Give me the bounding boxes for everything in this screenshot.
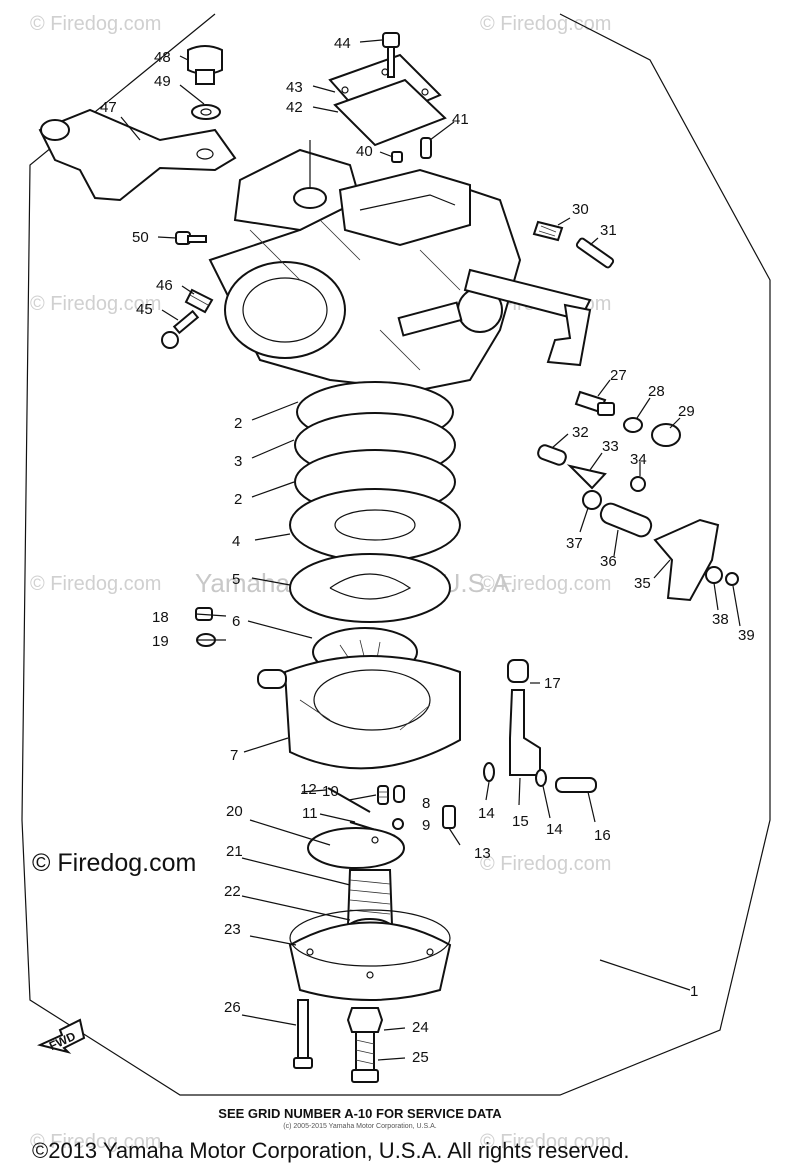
firedog-label: © Firedog.com bbox=[32, 849, 197, 877]
service-data-note: SEE GRID NUMBER A-10 FOR SERVICE DATA bbox=[218, 1106, 502, 1121]
callout-22: 22 bbox=[224, 883, 241, 900]
callout-32: 32 bbox=[572, 424, 589, 441]
top-cover-assembly bbox=[328, 32, 447, 147]
callout-21: 21 bbox=[226, 843, 243, 860]
carburetor-body bbox=[208, 148, 592, 392]
bolt-set bbox=[293, 999, 384, 1083]
watermark-text: © Firedog.com bbox=[30, 13, 161, 35]
watermark-text: © Firedog.com bbox=[30, 1131, 161, 1153]
callout-12: 12 bbox=[300, 781, 317, 798]
callout-24: 24 bbox=[412, 1019, 429, 1036]
callout-30: 30 bbox=[572, 201, 589, 218]
callout-41: 41 bbox=[452, 111, 469, 128]
watermark-text: © Firedog.com bbox=[480, 853, 611, 875]
callout-29: 29 bbox=[678, 403, 695, 420]
callout-38: 38 bbox=[712, 611, 729, 628]
callout-19: 19 bbox=[152, 633, 169, 650]
callout-labels: 1 2 2 3 4 5 6 7 8 9 10 11 12 13 14 14 15… bbox=[100, 35, 755, 1066]
callout-49: 49 bbox=[154, 73, 171, 90]
leader-lines bbox=[120, 39, 741, 1061]
fwd-arrow: FWD bbox=[36, 1018, 86, 1054]
callout-39: 39 bbox=[738, 627, 755, 644]
callout-17: 17 bbox=[544, 675, 561, 692]
callout-7: 7 bbox=[230, 747, 238, 764]
callout-33: 33 bbox=[602, 438, 619, 455]
callout-1: 1 bbox=[690, 983, 698, 1000]
callout-2: 2 bbox=[234, 415, 242, 432]
callout-11: 11 bbox=[302, 805, 318, 822]
callout-43: 43 bbox=[286, 79, 303, 96]
callout-9: 9 bbox=[422, 817, 430, 834]
callout-10: 10 bbox=[322, 783, 339, 800]
callout-3: 3 bbox=[234, 453, 242, 470]
callout-46: 46 bbox=[156, 277, 173, 294]
callout-34: 34 bbox=[630, 451, 647, 468]
callout-40: 40 bbox=[356, 143, 373, 160]
diaphragm-assembly bbox=[288, 827, 452, 1001]
watermark-text: © Firedog.com bbox=[30, 573, 161, 595]
screw-set-left bbox=[161, 231, 214, 349]
cap-and-bracket bbox=[38, 45, 237, 202]
rod-assembly bbox=[483, 659, 597, 793]
callout-45: 45 bbox=[136, 301, 153, 318]
watermark-text: © Firedog.com bbox=[480, 1131, 611, 1153]
callout-28: 28 bbox=[648, 383, 665, 400]
throttle-screws bbox=[532, 220, 615, 269]
callout-26: 26 bbox=[224, 999, 241, 1016]
callout-15: 15 bbox=[512, 813, 529, 830]
callout-4: 4 bbox=[232, 533, 240, 550]
callout-37: 37 bbox=[566, 535, 583, 552]
screw-set-40-41 bbox=[391, 137, 432, 163]
callout-44: 44 bbox=[334, 35, 351, 52]
callout-6: 6 bbox=[232, 613, 240, 630]
callout-50: 50 bbox=[132, 229, 149, 246]
callout-47: 47 bbox=[100, 99, 117, 116]
callout-2b: 2 bbox=[234, 491, 242, 508]
callout-13: 13 bbox=[474, 845, 491, 862]
small-copyright: (c) 2005-2015 Yamaha Motor Corporation, … bbox=[283, 1123, 437, 1130]
watermark-text: © Firedog.com bbox=[480, 13, 611, 35]
callout-20: 20 bbox=[226, 803, 243, 820]
callout-23: 23 bbox=[224, 921, 241, 938]
callout-27: 27 bbox=[610, 367, 627, 384]
watermark-text: © Firedog.com bbox=[30, 293, 161, 315]
watermark-text: © Firedog.com bbox=[480, 573, 611, 595]
callout-14b: 14 bbox=[546, 821, 563, 838]
callout-16: 16 bbox=[594, 827, 611, 844]
callout-14: 14 bbox=[478, 805, 495, 822]
callout-5: 5 bbox=[232, 571, 240, 588]
assembly-outline bbox=[21, 13, 771, 1096]
pump-body bbox=[257, 655, 461, 770]
copyright-line: ©2013 Yamaha Motor Corporation, U.S.A. A… bbox=[32, 1138, 630, 1163]
callout-48: 48 bbox=[154, 49, 171, 66]
linkage-parts bbox=[537, 390, 739, 602]
callout-35: 35 bbox=[634, 575, 651, 592]
callout-36: 36 bbox=[600, 553, 617, 570]
callout-31: 31 bbox=[600, 222, 617, 239]
callout-18: 18 bbox=[152, 609, 169, 626]
callout-8: 8 bbox=[422, 795, 430, 812]
callout-42: 42 bbox=[286, 99, 303, 116]
gasket-stack bbox=[289, 381, 461, 677]
callout-25: 25 bbox=[412, 1049, 429, 1066]
